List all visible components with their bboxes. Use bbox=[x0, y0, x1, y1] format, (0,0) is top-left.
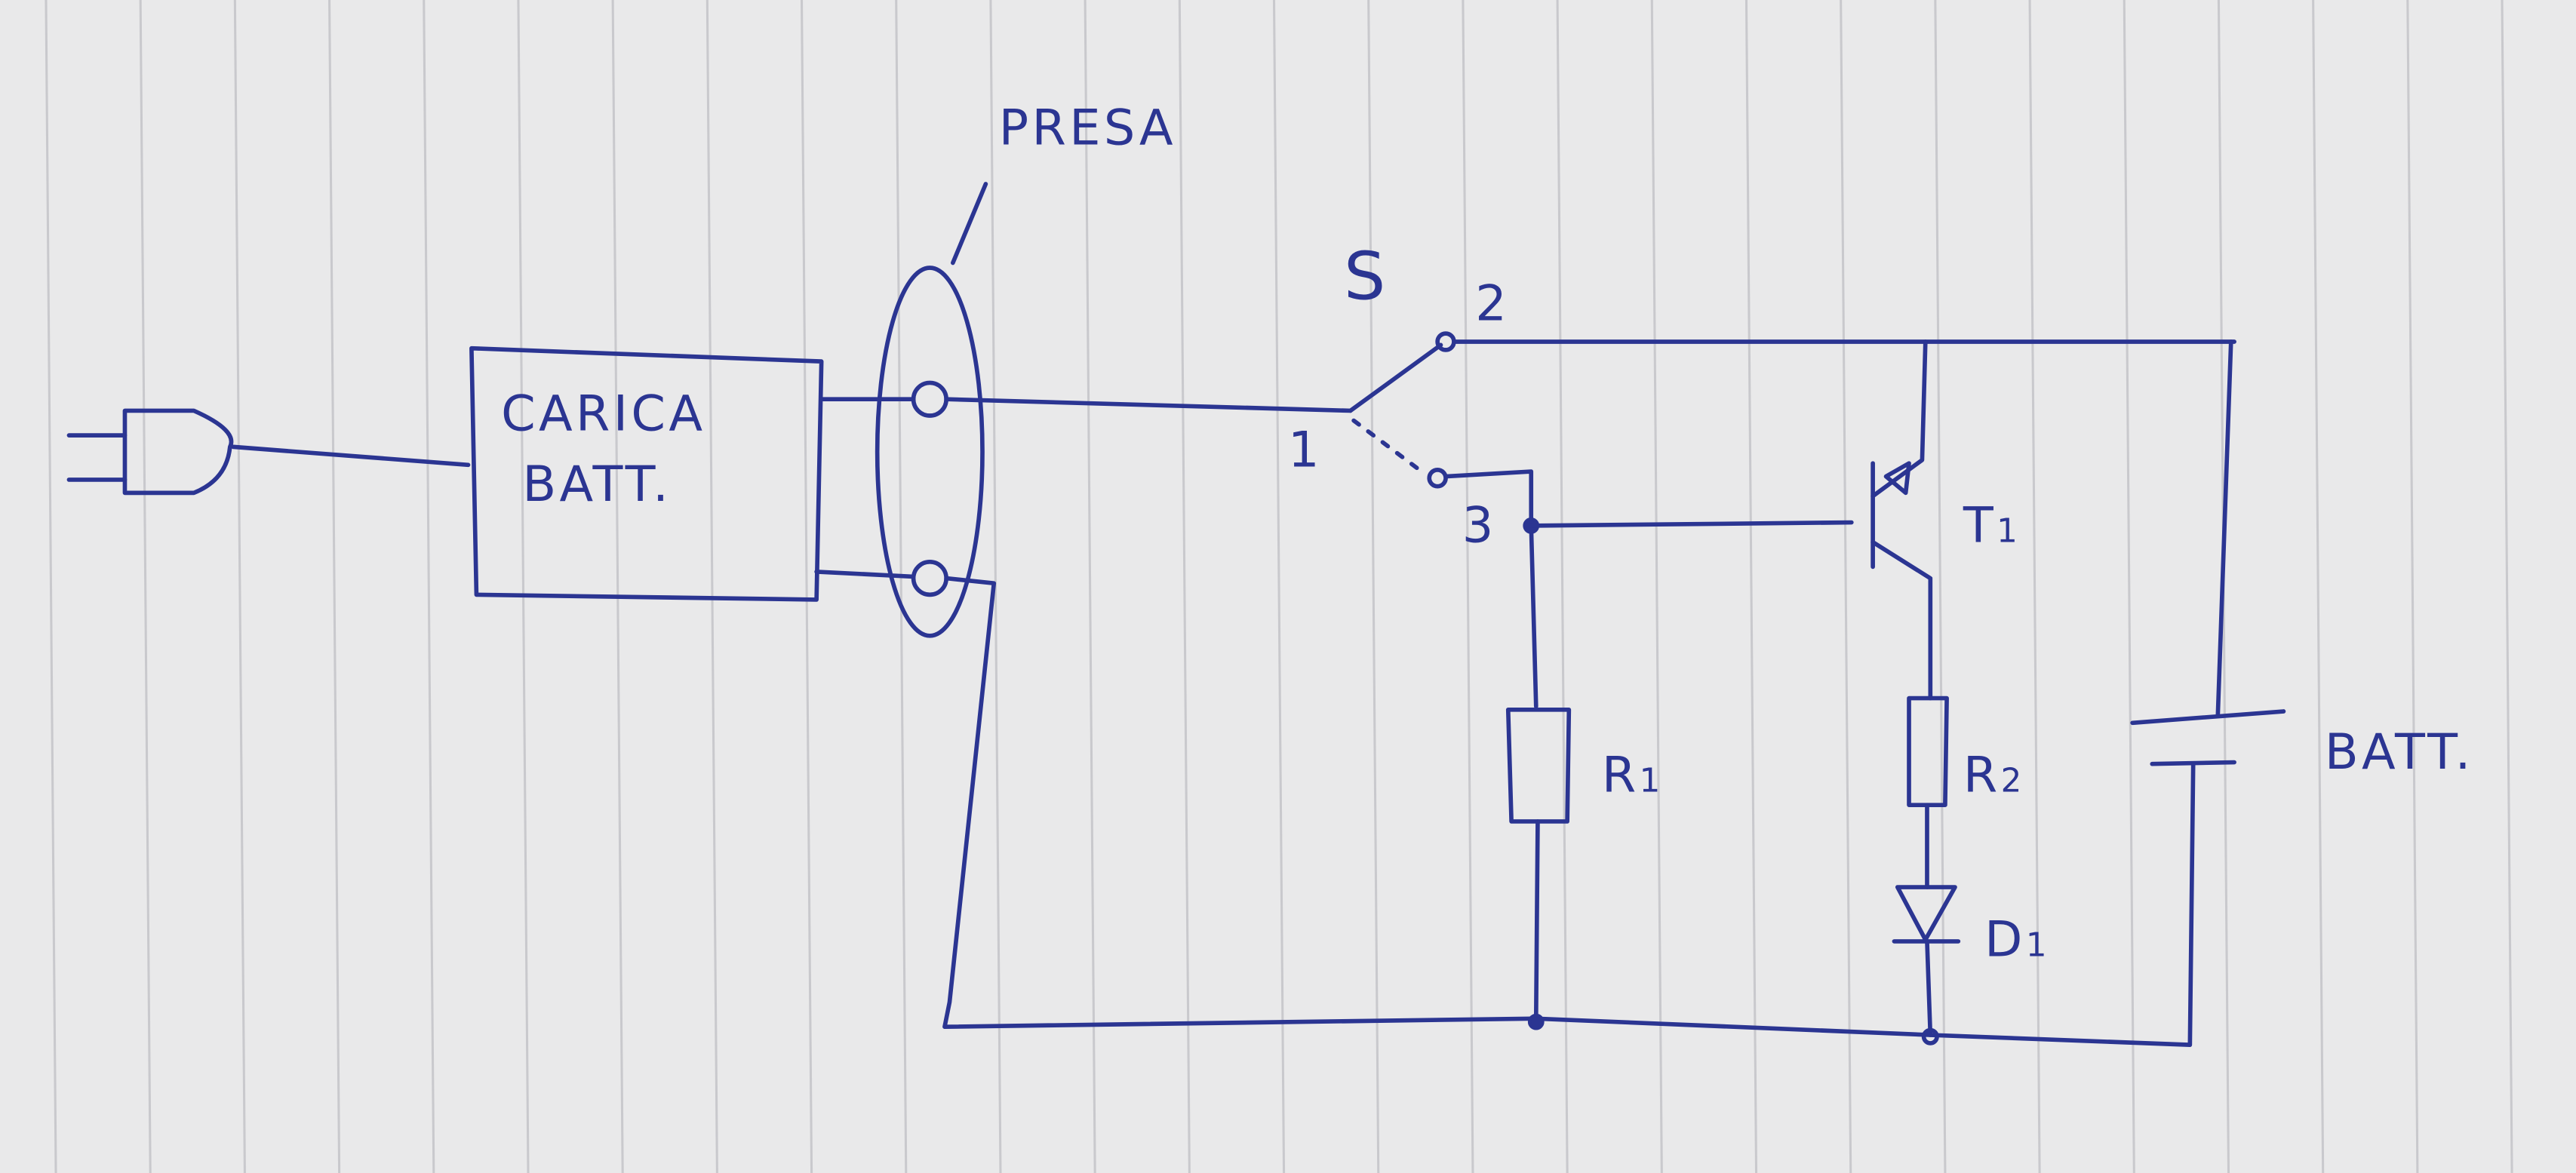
paper-rule-line bbox=[2028, 0, 2041, 1173]
paper-rules bbox=[45, 0, 2513, 1173]
transistor-t1: T1 bbox=[1529, 339, 2021, 701]
paper-rule-line bbox=[800, 0, 813, 1173]
paper-rule-line bbox=[423, 0, 435, 1173]
d1-label: D bbox=[1984, 911, 2026, 969]
paper-rule-line bbox=[1556, 0, 1569, 1173]
svg-text:D1: D1 bbox=[1984, 911, 2050, 969]
paper-rule-line bbox=[1084, 0, 1096, 1173]
resistor-r1: R1 bbox=[1505, 517, 1664, 1030]
paper-rule-line bbox=[2123, 0, 2135, 1173]
paper-rule-line bbox=[1744, 0, 1758, 1173]
paper-rule-line bbox=[2501, 0, 2513, 1173]
switch-pin1-label: 1 bbox=[1288, 422, 1323, 479]
resistor-r2: R2 bbox=[1907, 696, 2025, 889]
paper-rule-line bbox=[1650, 0, 1663, 1173]
r1-label: R bbox=[1602, 747, 1640, 804]
paper-rule-line bbox=[1272, 0, 1286, 1173]
battery-label: BATT. bbox=[2325, 723, 2474, 781]
switch-pin2-label: 2 bbox=[1475, 275, 1510, 333]
socket: PRESA bbox=[875, 100, 1176, 638]
paper-rule-line bbox=[1840, 0, 1852, 1173]
paper-rule-line bbox=[328, 0, 341, 1173]
charger-label-line1: CARICA bbox=[501, 385, 705, 443]
paper-rule-line bbox=[611, 0, 624, 1173]
svg-text:T1: T1 bbox=[1963, 497, 2021, 554]
diode-d1: D1 bbox=[1892, 885, 2050, 1046]
svg-text:R1: R1 bbox=[1602, 747, 1664, 804]
r1-sub: 1 bbox=[1640, 763, 1664, 800]
paper-rule-line bbox=[1934, 0, 1947, 1173]
t1-sub: 1 bbox=[1997, 513, 2021, 551]
battery-charger-box: CARICA BATT. bbox=[469, 345, 824, 602]
paper-rule-line bbox=[1367, 0, 1380, 1173]
mains-plug bbox=[66, 408, 471, 496]
switch-s: S 2 1 3 bbox=[1288, 238, 1534, 554]
paper-rule-line bbox=[1462, 0, 1474, 1173]
wires bbox=[814, 339, 2236, 1047]
d1-sub: 1 bbox=[2026, 927, 2050, 965]
paper-rule-line bbox=[2406, 0, 2419, 1173]
r2-sub: 2 bbox=[2001, 763, 2025, 800]
paper-rule-line bbox=[45, 0, 57, 1173]
paper-rule-line bbox=[705, 0, 718, 1173]
paper-rule-line bbox=[517, 0, 530, 1173]
charger-label-line2: BATT. bbox=[522, 456, 672, 513]
t1-label: T bbox=[1963, 497, 1997, 554]
r2-label: R bbox=[1963, 747, 2001, 804]
battery: BATT. bbox=[2130, 709, 2474, 781]
paper-rule-line bbox=[1178, 0, 1191, 1173]
switch-label: S bbox=[1344, 238, 1389, 315]
paper-rule-line bbox=[233, 0, 246, 1173]
switch-pin3-label: 3 bbox=[1462, 497, 1497, 554]
svg-text:R2: R2 bbox=[1963, 747, 2025, 804]
socket-label: PRESA bbox=[999, 100, 1176, 157]
paper-rule-line bbox=[139, 0, 152, 1173]
paper-rule-line bbox=[2312, 0, 2325, 1173]
paper-rule-line bbox=[895, 0, 908, 1173]
